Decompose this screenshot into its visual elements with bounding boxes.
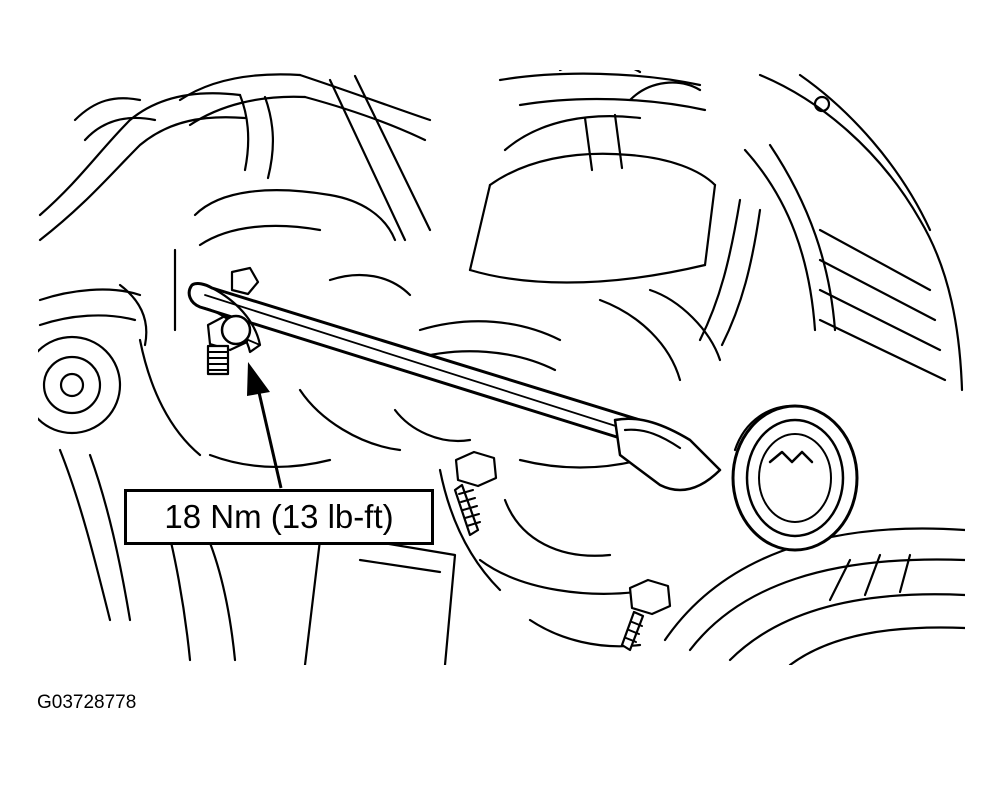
arrow-up-icon — [247, 362, 283, 489]
bolt-lower — [620, 578, 672, 652]
torque-spec-label: 18 Nm (13 lb-ft) — [164, 498, 394, 535]
ratchet-wrench-tool — [187, 282, 859, 552]
torque-spec-callout: 18 Nm (13 lb-ft) — [124, 489, 434, 545]
figure-id-label: G03728778 — [37, 692, 137, 713]
engine-components — [38, 70, 965, 665]
bolt-center — [453, 450, 498, 537]
